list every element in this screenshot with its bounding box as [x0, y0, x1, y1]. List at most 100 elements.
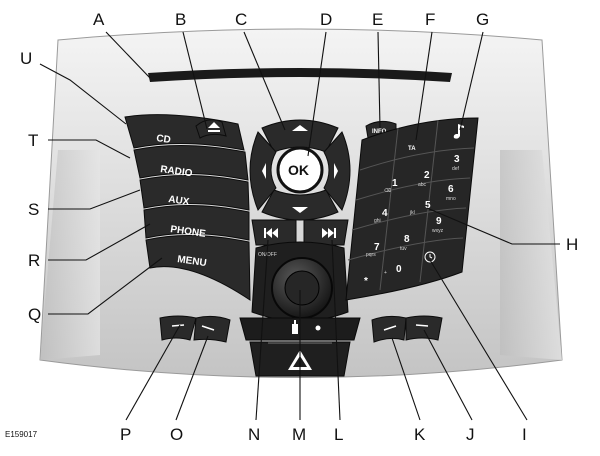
preset-buttons-right — [371, 315, 443, 343]
leader-r — [48, 223, 151, 261]
leader-f — [415, 31, 433, 141]
arrow-left-icon — [262, 163, 266, 179]
callout-e: E — [372, 10, 383, 29]
seek-forward-button[interactable] — [303, 219, 349, 246]
key-8[interactable]: 8 — [404, 234, 410, 245]
key-7-sub: pqrs — [366, 252, 376, 258]
key-5-sub: jkl — [409, 210, 415, 216]
callout-b: B — [175, 10, 186, 29]
leader-l — [331, 239, 341, 421]
nav-down-button[interactable] — [261, 189, 339, 221]
radio-button[interactable] — [133, 144, 249, 181]
callout-j: J — [466, 425, 475, 444]
callout-l: L — [334, 425, 343, 444]
key-3[interactable]: 3 — [454, 154, 460, 165]
seek-back-icon — [264, 228, 278, 238]
key-4[interactable]: 4 — [382, 208, 388, 219]
callout-a: A — [93, 10, 105, 29]
callout-i: I — [522, 425, 527, 444]
nav-up-button[interactable] — [261, 119, 339, 153]
aux-button[interactable] — [139, 174, 250, 211]
callout-h: H — [566, 235, 578, 254]
phone-button[interactable] — [143, 204, 250, 241]
preset-button-k[interactable] — [371, 315, 407, 343]
preset-button-j[interactable] — [405, 315, 443, 341]
arrow-right-icon — [334, 163, 338, 179]
leader-k — [391, 337, 421, 421]
info-label: INFO — [372, 129, 387, 135]
key-6[interactable]: 6 — [448, 184, 454, 195]
leader-d — [307, 31, 327, 157]
key-2[interactable]: 2 — [424, 170, 430, 181]
key-0-sub: + — [384, 270, 387, 276]
leader-e — [377, 31, 381, 129]
menu-button[interactable] — [145, 234, 251, 301]
leader-i — [429, 259, 528, 421]
key-1[interactable]: 1 — [392, 178, 398, 189]
callout-o: O — [170, 425, 183, 444]
leader-t — [48, 139, 131, 159]
leader-u — [39, 63, 127, 125]
seek-forward-icon — [322, 228, 336, 238]
numeric-keypad: TA 1 2 3 4 5 6 7 8 9 * 0 ⌫ abc def ghi j… — [345, 117, 479, 301]
leader-q — [48, 257, 163, 315]
ok-button[interactable] — [276, 146, 324, 194]
leader-h — [426, 207, 560, 245]
lock-icon — [292, 320, 298, 334]
preset-buttons-left — [159, 315, 231, 343]
callout-n: N — [248, 425, 260, 444]
callout-s: S — [28, 200, 39, 219]
arrow-up-icon — [292, 125, 308, 131]
key-4-sub: ghi — [374, 218, 381, 224]
callout-m: M — [292, 425, 306, 444]
key-star[interactable]: * — [364, 276, 368, 287]
ok-label: OK — [288, 162, 309, 178]
leader-b — [182, 31, 208, 130]
cd-slot[interactable] — [148, 68, 452, 82]
key-5[interactable]: 5 — [425, 200, 431, 211]
key-0[interactable]: 0 — [396, 264, 402, 275]
key-9[interactable]: 9 — [436, 216, 442, 227]
leader-j — [423, 329, 473, 421]
callout-d: D — [320, 10, 332, 29]
leader-c — [243, 31, 286, 131]
aux-label: AUX — [168, 194, 191, 208]
arrow-down-icon — [292, 207, 308, 213]
seek-back-button[interactable] — [251, 219, 297, 246]
leader-a — [105, 31, 151, 79]
menu-label: MENU — [177, 254, 208, 269]
leader-n — [255, 239, 269, 421]
ta-label: TA — [408, 146, 416, 152]
volume-knob[interactable]: ON/OFF — [251, 241, 349, 322]
leader-o — [175, 335, 209, 421]
callout-f: F — [425, 10, 435, 29]
eject-button[interactable] — [195, 119, 227, 139]
leader-g — [459, 31, 484, 131]
callout-g: G — [476, 10, 489, 29]
callout-q: Q — [28, 305, 41, 324]
eject-icon — [208, 122, 220, 132]
lock-indicator — [315, 325, 321, 331]
key-1-sub: ⌫ — [384, 188, 391, 194]
key-7[interactable]: 7 — [374, 242, 380, 253]
callout-c: C — [235, 10, 247, 29]
key-9-sub: wxyz — [432, 228, 444, 234]
key-8-sub: tuv — [400, 246, 407, 252]
callout-labels: A B C D E F G H I J K L M N O P Q R S T … — [20, 10, 578, 444]
callout-k: K — [414, 425, 426, 444]
music-note-icon — [453, 124, 464, 139]
navigation-pad: OK — [249, 119, 351, 221]
mode-button-cluster: CD RADIO AUX PHONE MENU — [124, 114, 251, 301]
panel-right-flank — [500, 150, 562, 360]
key-2-sub: abc — [418, 182, 427, 188]
hazard-icon[interactable] — [288, 350, 312, 370]
leader-s — [48, 189, 141, 210]
phone-label: PHONE — [170, 224, 207, 240]
key-6-sub: mno — [446, 196, 456, 202]
cd-label: CD — [156, 133, 172, 146]
callout-r: R — [28, 251, 40, 270]
leader-lines — [39, 31, 560, 421]
clock-icon[interactable] — [424, 251, 436, 263]
radio-label: RADIO — [160, 164, 194, 179]
